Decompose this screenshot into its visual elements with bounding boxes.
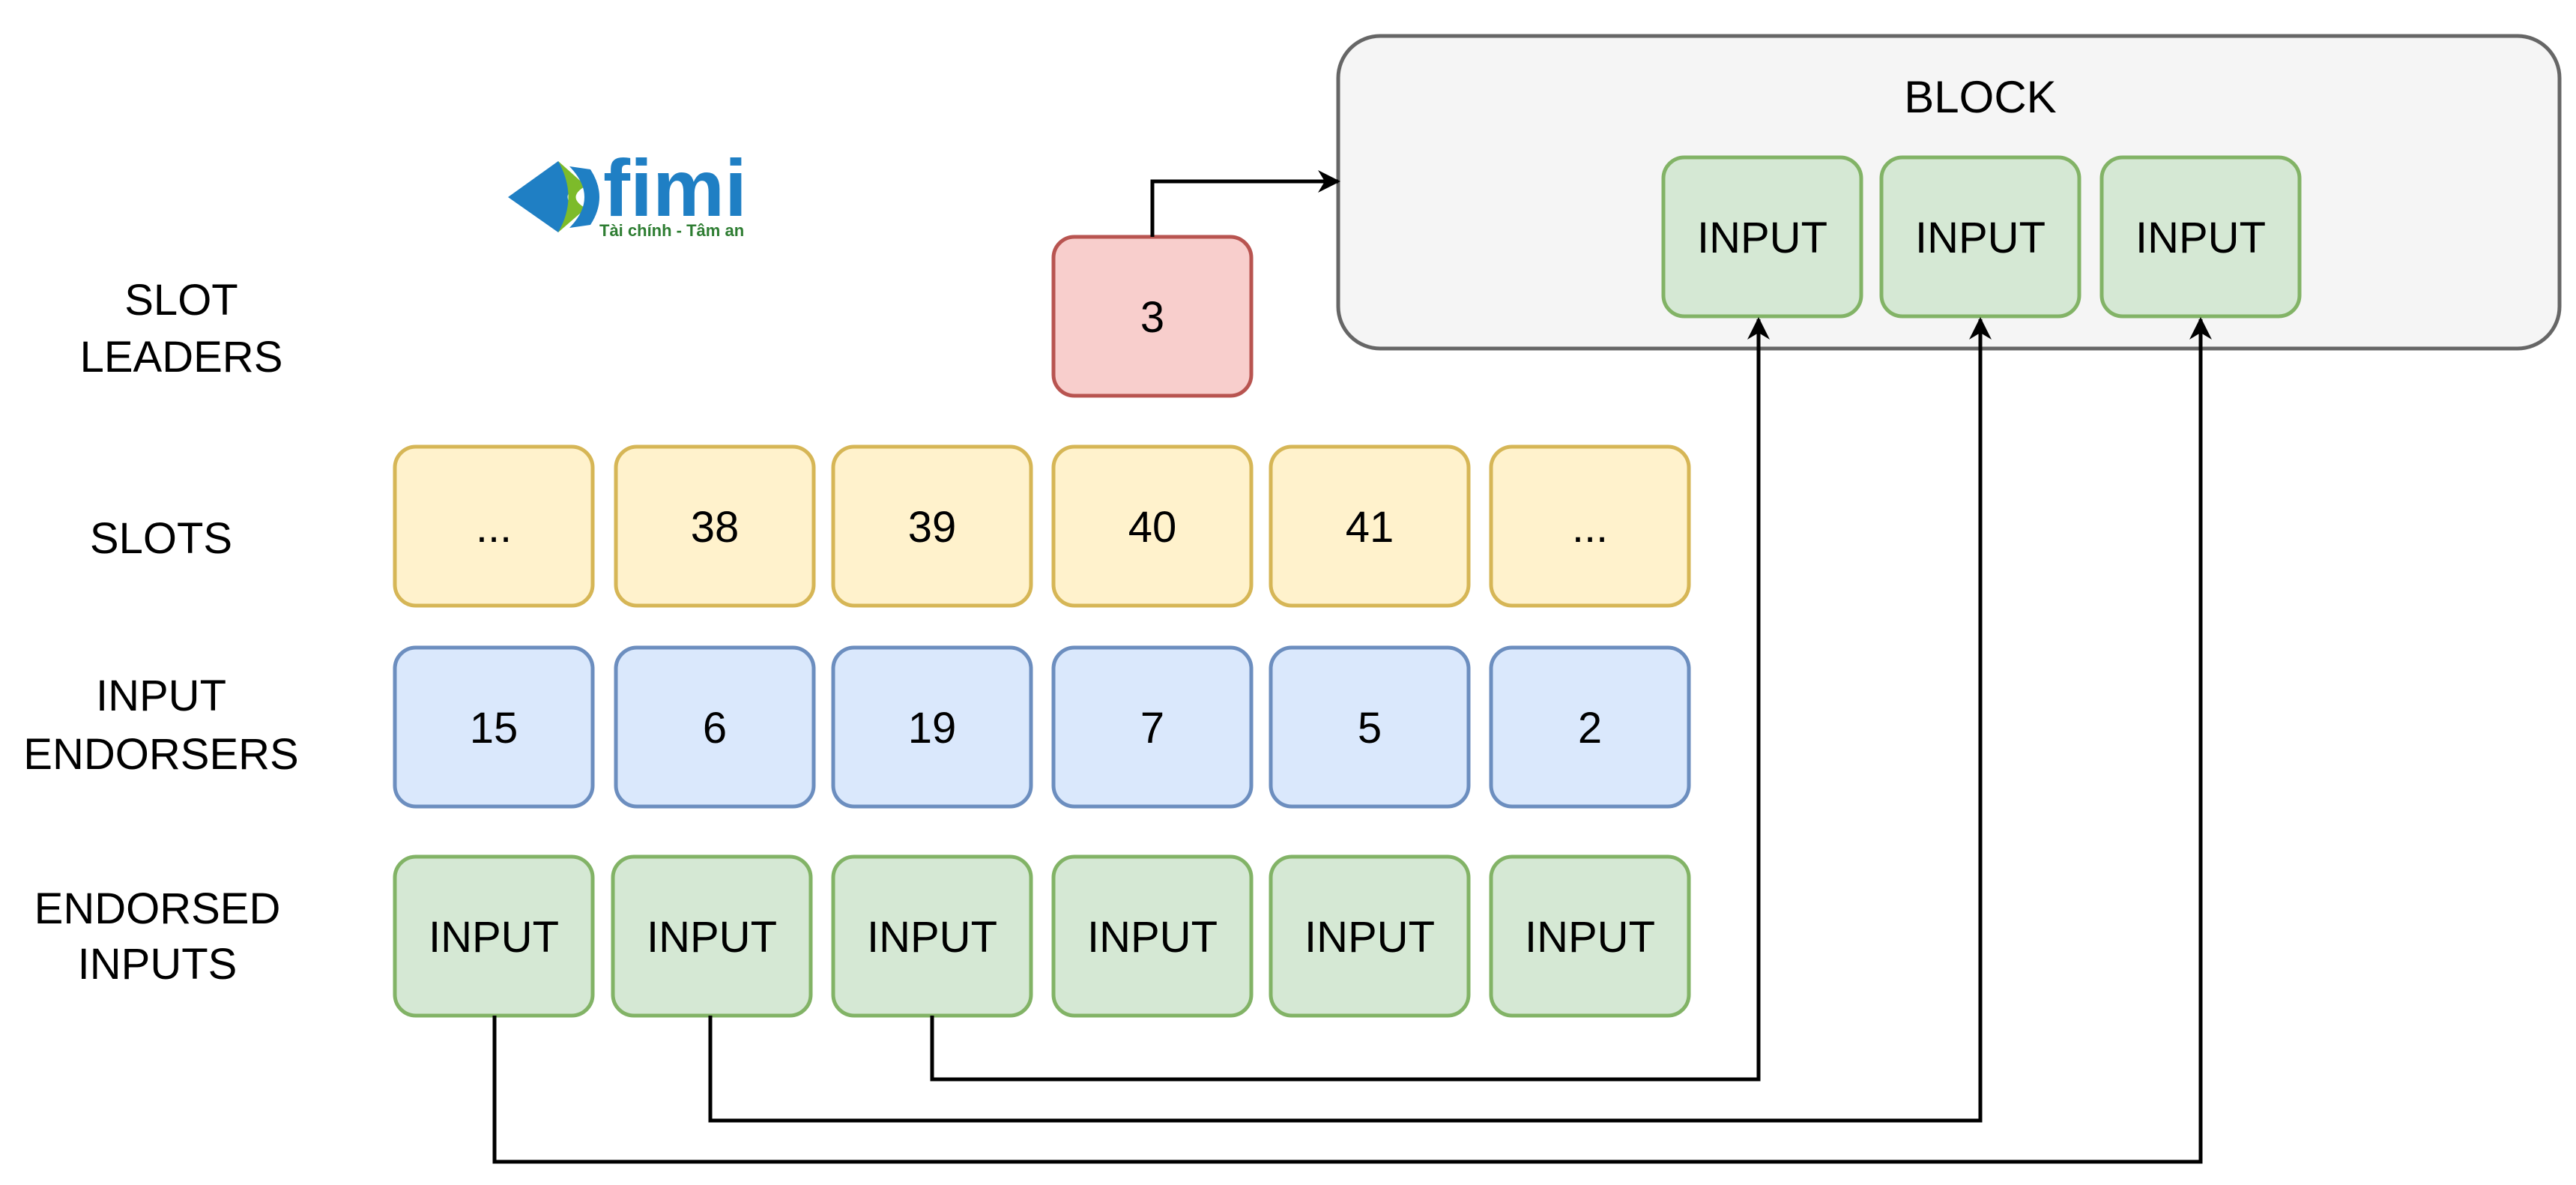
endorsed-input-cell-label: INPUT — [429, 913, 559, 962]
input-endorsers-row: 15 6 19 7 5 2 — [393, 645, 1691, 809]
input-first-to-block-input-3-arrow — [492, 317, 2212, 1164]
endorsed-input-cell-label: INPUT — [867, 913, 997, 962]
slots-row: ... 38 39 40 41... — [393, 444, 1691, 608]
logo-tagline: Tài chính - Tâm an — [599, 221, 744, 240]
row-label-line: INPUTS — [78, 940, 238, 989]
logo-wordmark: fimi — [603, 142, 747, 233]
endorsed-input-cell-label: INPUT — [1304, 913, 1435, 962]
row-label-input-endorsers: INPUT ENDORSERS — [23, 672, 298, 779]
endorser-cell: 6 — [614, 645, 816, 809]
slot-cell-label: 40 — [1128, 503, 1177, 552]
slot-cell: 38 — [614, 444, 816, 608]
endorser-cell: 2 — [1489, 645, 1691, 809]
endorsed-input-cell-box — [1269, 854, 1471, 1018]
endorser-cell-label: 15 — [470, 704, 518, 753]
slot-cell: 40 — [1051, 444, 1254, 608]
input-38-to-block-input-2-arrow — [708, 317, 1992, 1123]
block-input-cell: INPUT — [1879, 155, 2081, 319]
slot-cell-label: ... — [1572, 503, 1608, 552]
slot-cell-box — [614, 444, 816, 608]
endorser-cell-label: 7 — [1140, 704, 1164, 753]
block-input-label: INPUT — [1915, 214, 2046, 262]
slot-cell: ... — [393, 444, 595, 608]
endorser-cell-box — [831, 645, 1033, 809]
row-label-endorsed-inputs: ENDORSED INPUTS — [34, 884, 281, 989]
endorsed-input-cell-label: INPUT — [647, 913, 777, 962]
endorser-cell: 15 — [393, 645, 595, 809]
slot-cell-label: 38 — [691, 503, 740, 552]
slot-cell-box — [393, 444, 595, 608]
row-label-slots: SLOTS — [90, 514, 232, 563]
block-input-box — [1661, 155, 1863, 319]
endorsed-input-cell: INPUT — [1489, 854, 1691, 1018]
row-label-line: ENDORSED — [34, 884, 281, 933]
slot-cell: 39 — [831, 444, 1033, 608]
block-input-label: INPUT — [1697, 214, 1827, 262]
slot-cell-box — [1489, 444, 1691, 608]
endorser-cell: 5 — [1269, 645, 1471, 809]
slot-cell-label: 39 — [908, 503, 957, 552]
endorser-cell-box — [1489, 645, 1691, 809]
endorser-cell-label: 19 — [908, 704, 957, 753]
endorsed-input-cell: INPUT — [1051, 854, 1254, 1018]
endorsed-input-cell-box — [1051, 854, 1254, 1018]
endorser-cell-label: 6 — [703, 704, 727, 753]
endorser-cell-box — [1051, 645, 1254, 809]
block-input-cell: INPUT — [1661, 155, 1863, 319]
block-title: BLOCK — [1904, 72, 2056, 122]
block-inputs-row: INPUT INPUT INPUT — [1661, 155, 2302, 319]
slot-cell: 41 — [1269, 444, 1471, 608]
fimi-logo: fimi Tài chính - Tâm an — [508, 142, 747, 240]
endorser-cell: 19 — [831, 645, 1033, 809]
connectors — [492, 170, 2212, 1164]
endorsed-inputs-row: INPUT INPUT INPUT INPUT INPUT INPUT — [393, 854, 1691, 1018]
row-label-line: INPUT — [96, 672, 226, 720]
row-label-line: SLOT — [124, 276, 238, 325]
block-input-box — [1879, 155, 2081, 319]
endorsed-input-cell: INPUT — [831, 854, 1033, 1018]
endorsed-input-cell-box — [1489, 854, 1691, 1018]
endorser-cell-box — [1269, 645, 1471, 809]
endorser-cell-label: 2 — [1578, 704, 1602, 753]
slot-cell-label: ... — [476, 503, 512, 552]
endorsed-input-cell-label: INPUT — [1525, 913, 1655, 962]
endorsed-input-cell: INPUT — [393, 854, 595, 1018]
endorser-cell-box — [393, 645, 595, 809]
endorsed-input-cell: INPUT — [1269, 854, 1471, 1018]
slot-leader-value: 3 — [1140, 293, 1164, 342]
row-label-slot-leaders: SLOT LEADERS — [80, 276, 283, 382]
input-39-to-block-input-1-arrow — [930, 317, 1770, 1082]
row-label-line: ENDORSERS — [23, 730, 298, 779]
endorser-cell-label: 5 — [1358, 704, 1382, 753]
slot-cell-label: 41 — [1346, 503, 1394, 552]
endorsed-input-cell-label: INPUT — [1087, 913, 1218, 962]
fish-logo-icon — [508, 161, 599, 232]
endorsed-input-cell: INPUT — [611, 854, 813, 1018]
slot-cell-box — [1051, 444, 1254, 608]
slot-cell-box — [1269, 444, 1471, 608]
endorser-cell: 7 — [1051, 645, 1254, 809]
endorser-cell-box — [614, 645, 816, 809]
slot-cell-box — [831, 444, 1033, 608]
slot-leader-node: 3 — [1051, 235, 1254, 398]
slot-cell: ... — [1489, 444, 1691, 608]
row-label-line: LEADERS — [80, 333, 283, 382]
row-label-line: SLOTS — [90, 514, 232, 563]
block-input-cell: INPUT — [2099, 155, 2302, 319]
block-input-label: INPUT — [2135, 214, 2266, 262]
block-input-box — [2099, 155, 2302, 319]
leader-to-block-arrow — [1150, 170, 1340, 237]
